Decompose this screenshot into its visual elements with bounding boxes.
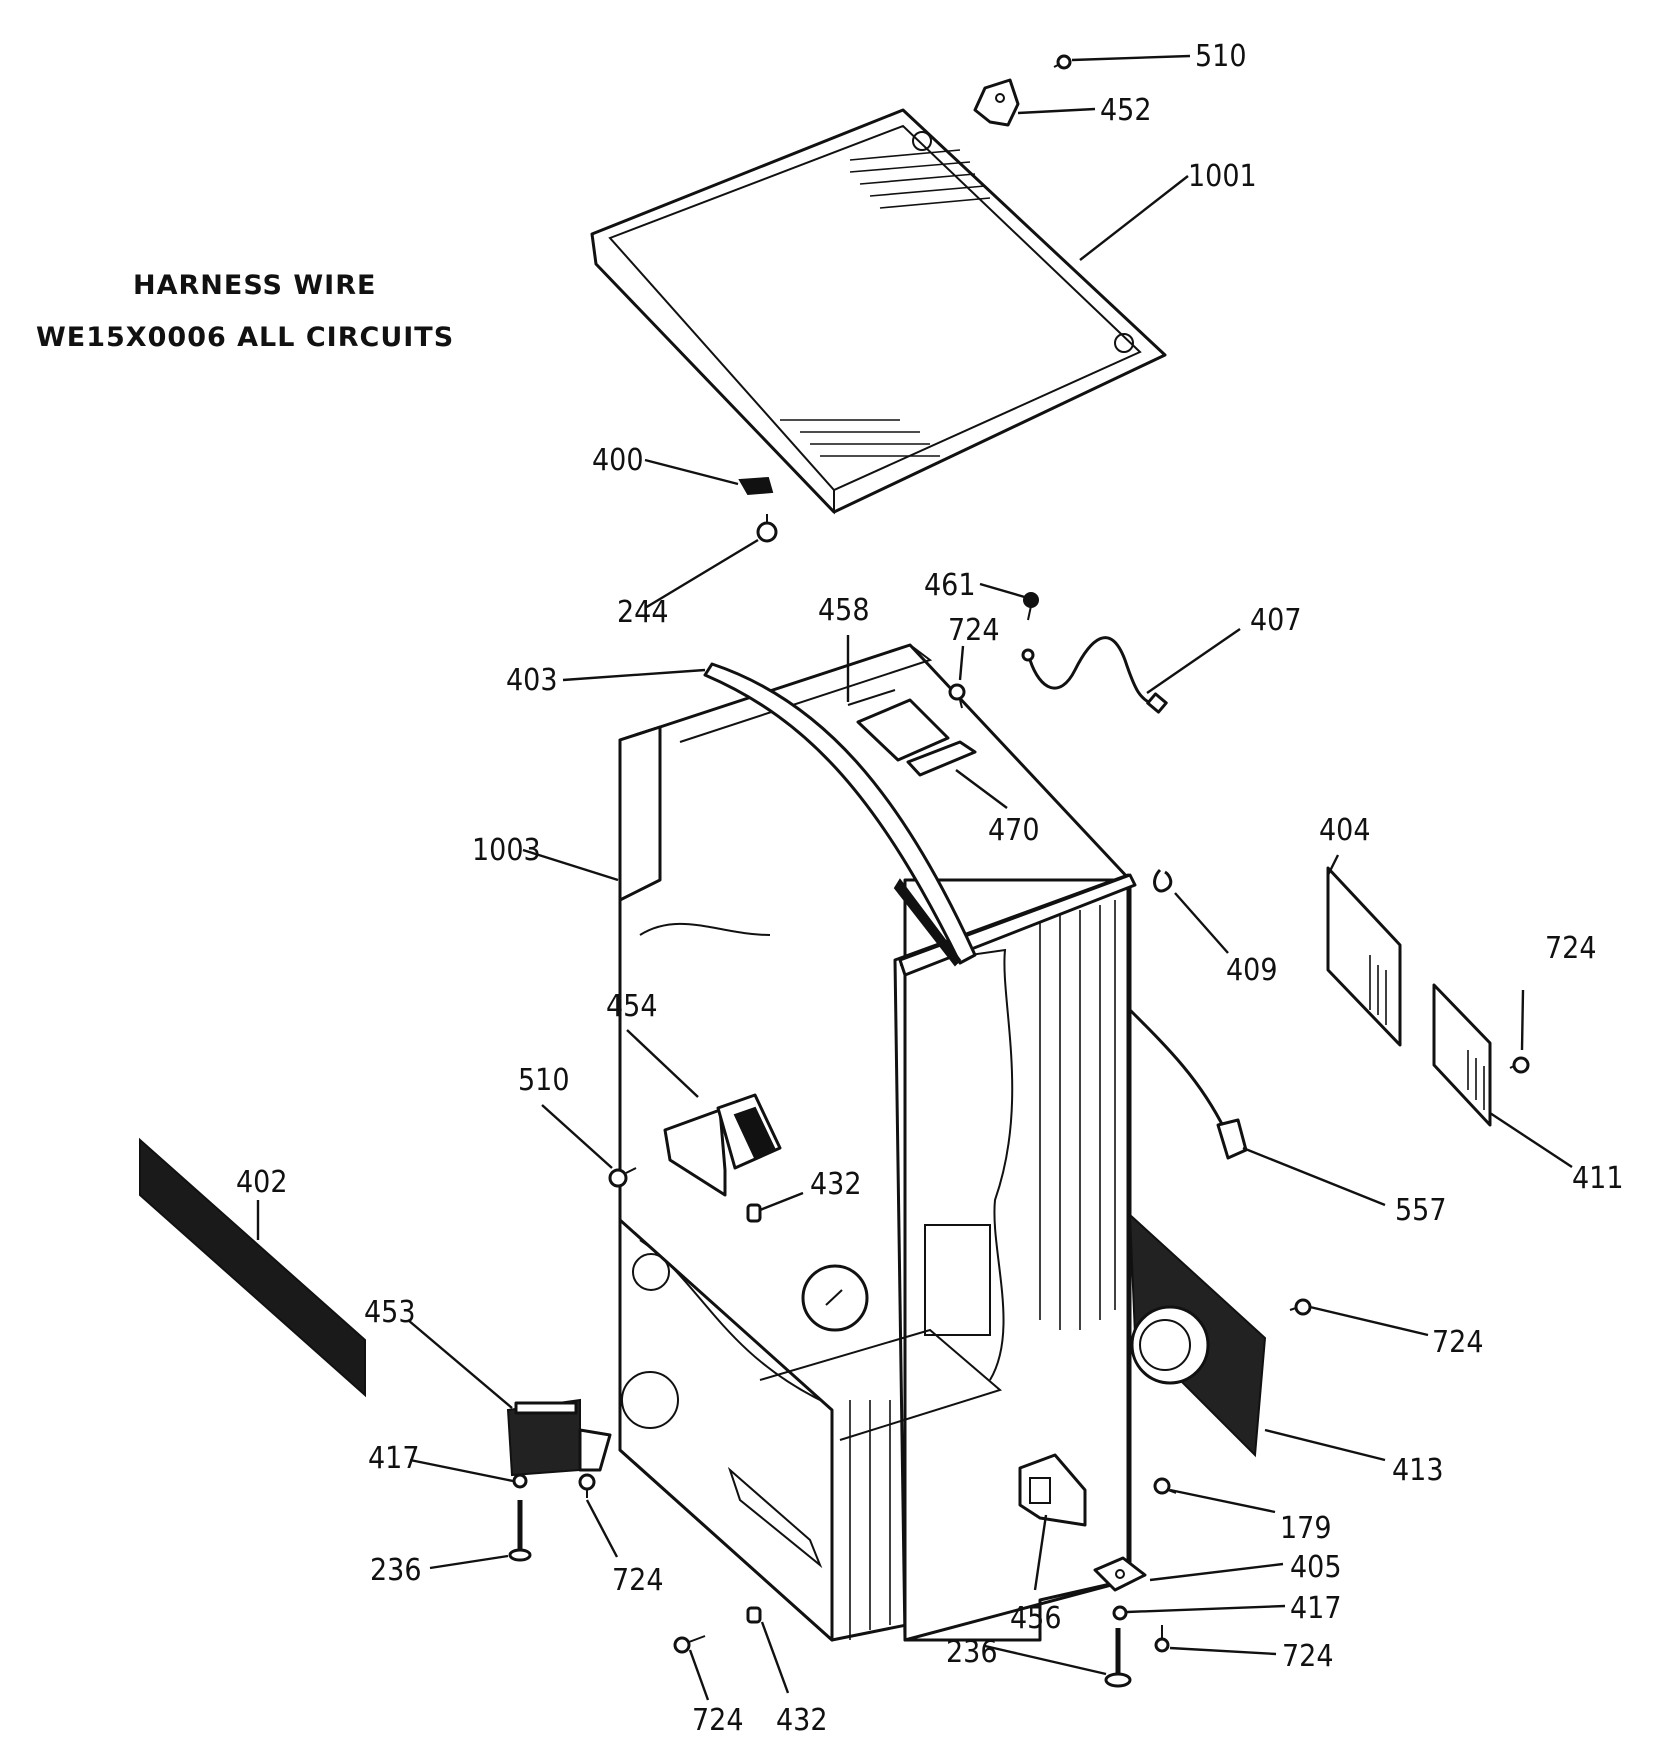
label-400: 400 [592,443,644,478]
label-1003: 1003 [472,833,541,868]
label-724-right-top: 724 [1545,931,1597,966]
bumper-244 [756,514,778,543]
label-724-top: 724 [948,613,1000,648]
harness-note-line2: WE15X0006 ALL CIRCUITS [36,322,455,353]
cover-plate-411 [1432,983,1492,1127]
label-432-bottom: 432 [776,1703,828,1738]
cabinet [618,643,1137,1642]
screw-724-bottom-right [1154,1625,1170,1653]
screw-724-bottom-left [673,1635,706,1654]
label-413: 413 [1392,1453,1444,1488]
label-510-mid: 510 [518,1063,570,1098]
back-panel-413 [1128,1212,1267,1458]
label-405: 405 [1290,1550,1342,1585]
label-404: 404 [1319,813,1371,848]
screw-724-left [578,1473,596,1498]
screw-724-right [1289,1298,1312,1316]
label-724-right-mid: 724 [1432,1325,1484,1360]
label-417-left: 417 [368,1441,420,1476]
kickplate-402 [139,1137,366,1398]
label-458: 458 [818,593,870,628]
label-470: 470 [988,813,1040,848]
clip-400 [738,476,774,496]
top-strip-403 [703,662,977,967]
leg-236-left [508,1500,532,1562]
label-407: 407 [1250,603,1302,638]
label-236-right: 236 [946,1635,998,1670]
leader-lines [256,54,1573,1701]
label-510-top: 510 [1195,39,1247,74]
label-724-bottom-left: 724 [692,1703,744,1738]
plate-405 [1093,1556,1147,1592]
label-724-bottom-right: 724 [1282,1639,1334,1674]
label-402: 402 [236,1165,288,1200]
label-557: 557 [1395,1193,1447,1228]
ground-screw-461 [1023,592,1039,621]
label-452: 452 [1100,93,1152,128]
wire-407 [1021,636,1168,714]
screw-510-top [1053,54,1072,70]
leg-236-right [1104,1628,1132,1688]
label-236-left: 236 [370,1553,422,1588]
bracket-454 [663,1093,782,1197]
part-labels: 510 452 1001 400 244 461 458 724 407 403… [236,39,1624,1738]
screw-510-mid [608,1167,637,1188]
top-cover [590,108,1167,515]
label-411: 411 [1572,1161,1624,1196]
label-453: 453 [364,1295,416,1330]
label-244: 244 [617,595,669,630]
label-454: 454 [606,989,658,1024]
label-417-right: 417 [1290,1591,1342,1626]
washer-417-right [1112,1605,1128,1621]
screw-724-top [948,683,966,709]
label-409: 409 [1226,953,1278,988]
label-403: 403 [506,663,558,698]
harness-note-line1: HARNESS WIRE [133,270,377,301]
power-cord-557 [1128,1008,1248,1160]
hinge-452 [973,78,1020,127]
label-461: 461 [924,568,976,603]
label-1001: 1001 [1188,159,1257,194]
label-724-left: 724 [612,1563,664,1598]
label-456: 456 [1010,1601,1062,1636]
plate-470 [906,740,977,777]
cover-plate-404 [1326,866,1402,1047]
screw-724-411 [1509,1056,1530,1074]
clip-432-bottom [746,1606,762,1624]
bracket-456 [1018,1453,1087,1527]
plate-458 [847,689,950,762]
label-179: 179 [1280,1511,1332,1546]
screw-179 [1153,1477,1177,1495]
clip-409 [1153,868,1173,893]
clip-432-mid [746,1203,762,1223]
label-432-mid: 432 [810,1167,862,1202]
washer-417-left [512,1473,528,1489]
bracket-453 [506,1398,612,1477]
